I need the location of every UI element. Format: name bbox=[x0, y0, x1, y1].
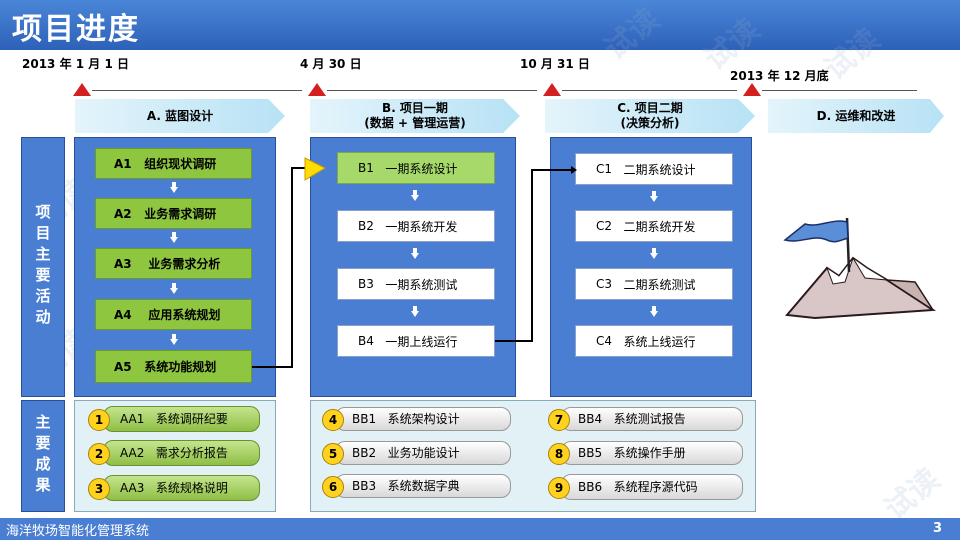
yellow-arrow-icon bbox=[304, 157, 327, 181]
down-arrow bbox=[650, 248, 658, 259]
result-number-badge: 4 bbox=[322, 409, 344, 431]
result-number-badge: 5 bbox=[322, 443, 344, 465]
timeline-arrow bbox=[562, 90, 737, 91]
timeline-arrow bbox=[92, 90, 302, 91]
down-arrow bbox=[650, 306, 658, 317]
result-number-badge: 6 bbox=[322, 476, 344, 498]
result-aa2: AA2 需求分析报告 bbox=[103, 440, 260, 466]
result-aa1: AA1 系统调研纪要 bbox=[103, 406, 260, 432]
result-number-badge: 9 bbox=[548, 477, 570, 499]
footer-title: 海洋牧场智能化管理系统 bbox=[6, 524, 150, 539]
phase-header-b: B. 项目一期(数据 + 管理运营) bbox=[310, 99, 520, 133]
down-arrow bbox=[170, 182, 178, 193]
result-bb5: BB5 系统操作手册 bbox=[561, 441, 743, 465]
phase-header-c: C. 项目二期(决策分析) bbox=[545, 99, 755, 133]
phase-header-a: A. 蓝图设计 bbox=[75, 99, 285, 133]
result-number-badge: 3 bbox=[88, 478, 110, 500]
activity-b1: B1 一期系统设计 bbox=[337, 152, 495, 184]
activity-a5: A5 系统功能规划 bbox=[95, 350, 252, 383]
connector-a5-b1 bbox=[252, 167, 305, 368]
date-label-d: 2013 年 12 月底 bbox=[730, 69, 829, 83]
date-label-c: 10 月 31 日 bbox=[520, 57, 590, 71]
down-arrow bbox=[411, 248, 419, 259]
activity-c1: C1 二期系统设计 bbox=[575, 153, 733, 185]
timeline-arrow bbox=[762, 90, 917, 91]
milestone-marker bbox=[73, 83, 91, 96]
result-bb3: BB3 系统数据字典 bbox=[335, 474, 511, 498]
side-label-activities: 项目主要活动 bbox=[21, 137, 65, 397]
down-arrow bbox=[411, 306, 419, 317]
result-number-badge: 7 bbox=[548, 409, 570, 431]
activity-a1: A1 组织现状调研 bbox=[95, 148, 252, 179]
down-arrow bbox=[411, 190, 419, 201]
activity-b4: B4 一期上线运行 bbox=[337, 325, 495, 357]
connector-b4-c1 bbox=[495, 169, 571, 342]
activity-b2: B2 一期系统开发 bbox=[337, 210, 495, 242]
milestone-marker bbox=[543, 83, 561, 96]
page-number: 3 bbox=[932, 521, 942, 536]
timeline-arrow bbox=[327, 90, 537, 91]
result-aa3: AA3 系统规格说明 bbox=[103, 475, 260, 501]
activity-c4: C4 系统上线运行 bbox=[575, 325, 733, 357]
side-label-results: 主要成果 bbox=[21, 400, 65, 512]
activity-b3: B3 一期系统测试 bbox=[337, 268, 495, 300]
down-arrow bbox=[170, 334, 178, 345]
result-bb2: BB2 业务功能设计 bbox=[335, 441, 511, 465]
down-arrow bbox=[170, 232, 178, 243]
down-arrow bbox=[650, 191, 658, 202]
title-bar bbox=[0, 0, 960, 50]
milestone-marker bbox=[308, 83, 326, 96]
down-arrow bbox=[170, 283, 178, 294]
phase-header-d: D. 运维和改进 bbox=[768, 99, 944, 133]
result-bb6: BB6 系统程序源代码 bbox=[561, 474, 743, 500]
page-title: 项目进度 bbox=[12, 12, 140, 47]
activity-a3: A3 业务需求分析 bbox=[95, 248, 252, 279]
activity-c3: C3 二期系统测试 bbox=[575, 268, 733, 300]
activity-c2: C2 二期系统开发 bbox=[575, 210, 733, 242]
result-number-badge: 2 bbox=[88, 443, 110, 465]
result-bb4: BB4 系统测试报告 bbox=[561, 407, 743, 431]
footer-bar bbox=[0, 518, 960, 540]
result-number-badge: 8 bbox=[548, 443, 570, 465]
result-bb1: BB1 系统架构设计 bbox=[335, 407, 511, 431]
milestone-marker bbox=[743, 83, 761, 96]
activity-a2: A2 业务需求调研 bbox=[95, 198, 252, 229]
date-label-start: 2013 年 1 月 1 日 bbox=[22, 57, 129, 71]
activity-a4: A4 应用系统规划 bbox=[95, 299, 252, 330]
date-label-b: 4 月 30 日 bbox=[300, 57, 362, 71]
mountain-flag-icon bbox=[783, 217, 937, 320]
result-number-badge: 1 bbox=[88, 409, 110, 431]
arrow-head-icon bbox=[571, 166, 577, 174]
